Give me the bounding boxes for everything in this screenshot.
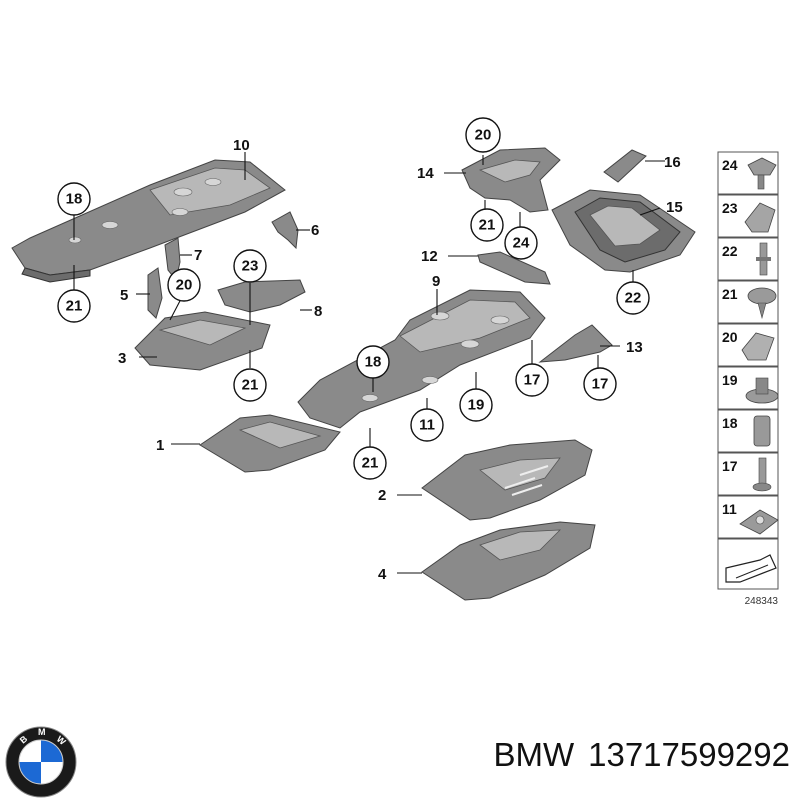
label-9: 9 [432, 273, 440, 290]
bubble-24: 24 [504, 226, 538, 260]
bubble-18-mid: 18 [356, 345, 390, 379]
legend-cell-17: 17 [717, 452, 779, 496]
leader-lines [73, 152, 665, 574]
legend-cell-23: 23 [717, 194, 779, 238]
bubble-22: 22 [616, 281, 650, 315]
svg-text:B: B [18, 733, 30, 745]
svg-text:21: 21 [242, 377, 259, 394]
bubble-20-top: 20 [465, 117, 501, 153]
svg-text:19: 19 [722, 372, 738, 388]
part-3-cover [134, 311, 271, 371]
label-2: 2 [378, 487, 386, 504]
part-5-bracket [147, 267, 163, 319]
leader-labels: 10 16 14 15 6 7 5 8 12 9 3 13 1 2 4 [118, 137, 683, 583]
svg-text:19: 19 [468, 397, 485, 414]
svg-text:18: 18 [66, 191, 83, 208]
label-13: 13 [626, 339, 643, 356]
part-12-bracket [477, 251, 551, 285]
svg-text:17: 17 [524, 372, 541, 389]
part-9-underbody-panel [297, 289, 546, 429]
bubble-21-left: 21 [57, 289, 91, 323]
part-10-underbody-panel [11, 159, 286, 283]
svg-text:11: 11 [722, 501, 737, 517]
legend-cell-20: 20 [717, 323, 779, 367]
legend-cell-22: 22 [717, 237, 779, 281]
part-14-heat-shield [461, 147, 561, 213]
callout-bubbles: 18 21 20 23 21 20 21 24 22 18 17 17 11 1… [57, 117, 650, 480]
svg-text:17: 17 [722, 458, 738, 474]
svg-text:20: 20 [722, 329, 738, 345]
bmw-logo: B M W [5, 726, 77, 798]
label-1: 1 [156, 437, 164, 454]
part-number: 13717599292 [588, 736, 790, 773]
legend-cell-21: 21 [717, 280, 779, 324]
bubble-11: 11 [410, 408, 444, 442]
fastener-legend: 24 23 22 21 20 19 18 17 11 248343 [717, 151, 779, 607]
part-16-seal-strip [603, 149, 647, 183]
bubble-18-left: 18 [57, 182, 91, 216]
svg-text:M: M [38, 727, 46, 737]
label-5: 5 [120, 287, 128, 304]
legend-cell-24: 24 [717, 151, 779, 195]
figure-number: 248343 [745, 596, 779, 607]
bubble-21-tunnel: 21 [470, 208, 504, 242]
svg-text:23: 23 [722, 200, 738, 216]
bubble-21-part3: 21 [233, 368, 267, 402]
label-8: 8 [314, 303, 322, 320]
svg-text:20: 20 [475, 127, 492, 144]
svg-text:18: 18 [722, 415, 738, 431]
svg-text:20: 20 [176, 277, 193, 294]
part-8-cover [217, 279, 306, 313]
label-4: 4 [378, 566, 387, 583]
bubble-23: 23 [233, 249, 267, 283]
svg-text:24: 24 [513, 235, 530, 252]
part-13-bracket [538, 324, 613, 363]
bubble-17-left: 17 [515, 363, 549, 397]
label-3: 3 [118, 350, 126, 367]
label-10: 10 [233, 137, 250, 154]
label-7: 7 [194, 247, 202, 264]
brand-name: BMW [493, 736, 575, 773]
part-15-tray [551, 189, 696, 273]
svg-text:21: 21 [362, 455, 379, 472]
svg-text:22: 22 [625, 290, 642, 307]
svg-text:21: 21 [479, 217, 496, 234]
part-4-cover [421, 521, 596, 601]
bubble-17-right: 17 [583, 367, 617, 401]
label-12: 12 [421, 248, 438, 265]
bubble-20-mid: 20 [167, 268, 201, 302]
svg-text:11: 11 [419, 417, 435, 434]
label-15: 15 [666, 199, 683, 216]
svg-text:21: 21 [66, 298, 83, 315]
part-6-bracket [271, 211, 299, 250]
svg-text:22: 22 [722, 243, 738, 259]
label-14: 14 [417, 165, 434, 182]
legend-cell-11: 11 [717, 495, 779, 539]
svg-text:23: 23 [242, 258, 259, 275]
brand-part-number: BMW 13717599292 [410, 736, 790, 774]
legend-cell-19: 19 [717, 366, 779, 410]
legend-cell-18: 18 [717, 409, 779, 453]
legend-cell-arrow [717, 538, 779, 590]
part-2-cover [421, 439, 593, 521]
part-1-cover [199, 414, 341, 473]
bubble-21-bottom: 21 [353, 446, 387, 480]
bubble-19: 19 [459, 388, 493, 422]
svg-text:24: 24 [722, 157, 738, 173]
svg-text:17: 17 [592, 376, 609, 393]
label-6: 6 [311, 222, 319, 239]
label-16: 16 [664, 154, 681, 171]
svg-text:21: 21 [722, 286, 738, 302]
svg-text:18: 18 [365, 354, 382, 371]
